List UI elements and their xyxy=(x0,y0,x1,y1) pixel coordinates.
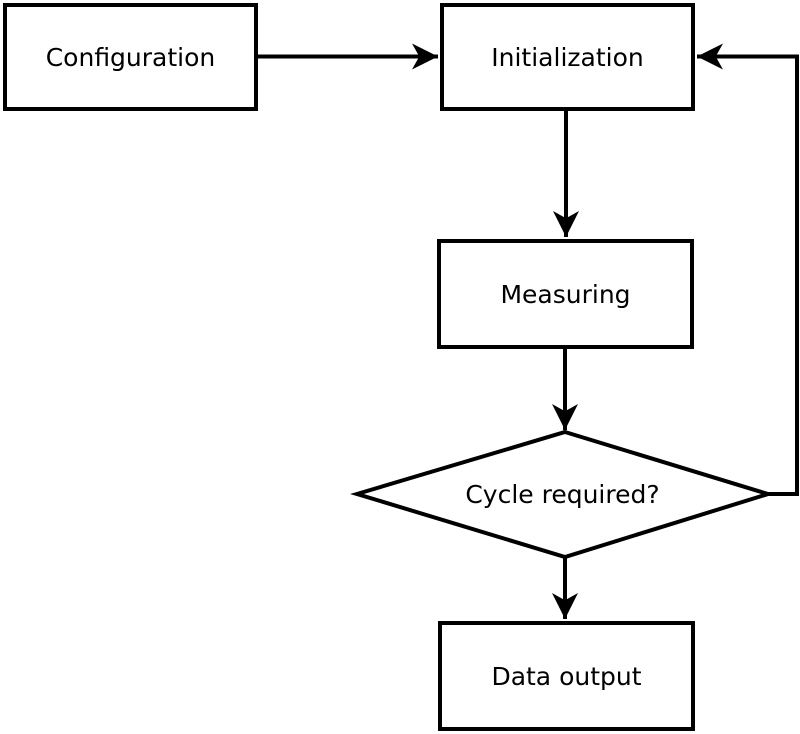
decision-diamond-shape xyxy=(350,429,775,560)
node-measuring-label: Measuring xyxy=(500,279,631,309)
node-configuration: Configuration xyxy=(3,3,258,111)
node-initialization-label: Initialization xyxy=(491,42,644,72)
node-measuring: Measuring xyxy=(437,239,694,349)
node-data-output: Data output xyxy=(438,621,695,731)
arrow-cycle-required-to-initialization-loop xyxy=(697,43,799,496)
node-initialization: Initialization xyxy=(440,3,695,111)
node-data-output-label: Data output xyxy=(491,661,642,691)
node-configuration-label: Configuration xyxy=(45,42,216,72)
